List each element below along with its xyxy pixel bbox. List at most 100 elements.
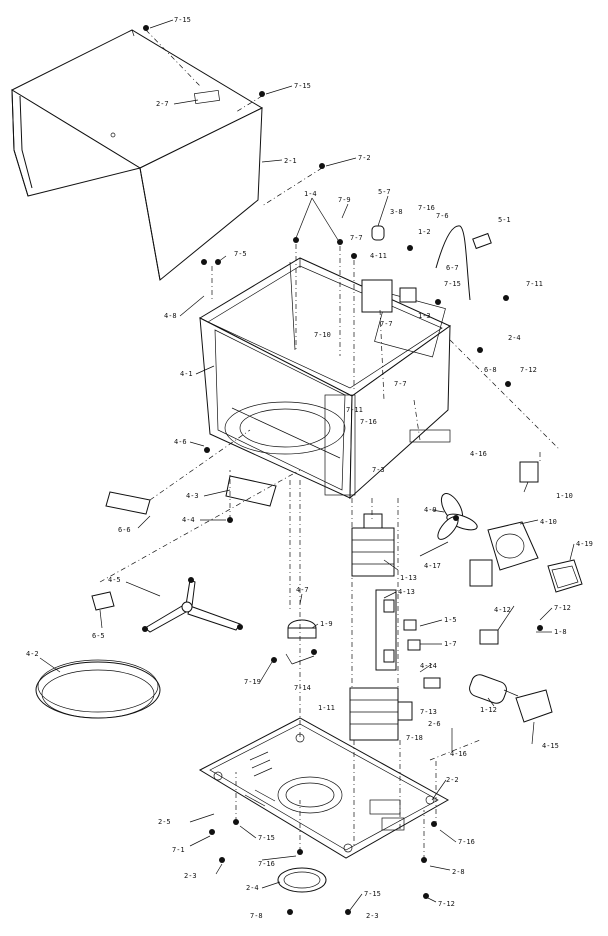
callout-label: 2-5: [158, 818, 171, 826]
callout-label: 7-12: [554, 604, 571, 612]
leader-lines: [39, 19, 575, 911]
callout-label: 1-8: [554, 628, 567, 636]
callout-label: 1-12: [480, 706, 497, 714]
callout-label: 4-7: [296, 586, 309, 594]
callout-label: 7-3: [372, 466, 385, 474]
fan-motor: [469, 559, 493, 587]
callout-label: 7-16: [418, 204, 435, 212]
callout-label: 6-7: [446, 264, 459, 272]
cover-plate-6-6: [105, 491, 151, 515]
callout-label: 2-2: [446, 776, 459, 784]
callout-label: 2-7: [156, 100, 169, 108]
base-plate: [198, 717, 450, 859]
callout-label: 4-12: [494, 606, 511, 614]
callout-label: 7-15: [444, 280, 461, 288]
foot-ring: [277, 867, 327, 893]
callout-label: 4-19: [576, 540, 593, 548]
callout-label: 1-10: [556, 492, 573, 500]
outer-cabinet: [10, 29, 264, 281]
callout-label: 4-14: [420, 662, 437, 670]
thermal-cutout: [479, 629, 499, 645]
callout-label: 4-1: [180, 370, 193, 378]
fuse-holder: [399, 287, 417, 303]
callout-label: 6-6: [118, 526, 131, 534]
callout-label: 1-13: [400, 574, 417, 582]
callout-label: 7-15: [294, 82, 311, 90]
callout-label: 5-7: [378, 188, 391, 196]
callout-label: 4-2: [26, 650, 39, 658]
callout-label: 1-5: [444, 616, 457, 624]
thermistor-cord: [435, 225, 492, 301]
callout-label: 7-8: [250, 912, 263, 920]
callout-label: 4-6: [174, 438, 187, 446]
callout-label: 7-16: [360, 418, 377, 426]
screws: [143, 25, 543, 915]
callout-label: 7-5: [234, 250, 247, 258]
callout-label: 6-5: [92, 632, 105, 640]
callout-label: 3-8: [390, 208, 403, 216]
callout-label: 4-4: [182, 516, 195, 524]
callout-label: 4-11: [370, 252, 387, 260]
callout-label: 7-13: [420, 708, 437, 716]
callout-label: 4-16: [470, 450, 487, 458]
callout-label: 5-1: [498, 216, 511, 224]
callout-label: 7-7: [380, 320, 393, 328]
callout-labels: 7-15 2-7 7-15 2-1 7-2 1-4 7-9 5-7 3-8 7-…: [26, 16, 593, 920]
cover-plate-6-5: [91, 591, 115, 611]
callout-label: 1-7: [444, 640, 457, 648]
waveguide: [361, 279, 393, 313]
callout-label: 7-2: [358, 154, 371, 162]
callout-label: 4-10: [540, 518, 557, 526]
cover-plate-4-3: [225, 475, 277, 507]
hv-capacitor: [469, 674, 519, 704]
callout-label: 1-2: [418, 228, 431, 236]
callout-label: 7-12: [438, 900, 455, 908]
callout-label: 4-8: [164, 312, 177, 320]
high-voltage-transformer: [349, 687, 413, 741]
turntable-motor: [287, 619, 317, 639]
turntable-glass-tray: [35, 659, 161, 719]
callout-label: 4-5: [108, 576, 121, 584]
callout-label: 7-1: [172, 846, 185, 854]
callout-label: 7-7: [394, 380, 407, 388]
callout-label: 1-4: [304, 190, 317, 198]
callout-label: 7-16: [258, 860, 275, 868]
lamp-socket: [519, 461, 539, 483]
callout-label: 4-16: [450, 750, 467, 758]
noise-filter: [423, 677, 441, 689]
magnetron: [351, 513, 395, 577]
interlock-switch-bracket: [375, 589, 421, 671]
callout-label: 6-8: [484, 366, 497, 374]
callout-label: 7-6: [436, 212, 449, 220]
callout-label: 4-17: [424, 562, 441, 570]
callout-label: 4-13: [398, 588, 415, 596]
callout-label: 7-11: [346, 406, 363, 414]
callout-label: 2-3: [366, 912, 379, 920]
callout-label: 2-6: [428, 720, 441, 728]
callout-label: 7-9: [338, 196, 351, 204]
callout-label: 2-3: [184, 872, 197, 880]
callout-label: 7-18: [406, 734, 423, 742]
assembly-lines: [99, 29, 561, 860]
callout-label: 2-8: [452, 868, 465, 876]
callout-label: 2-4: [246, 884, 259, 892]
callout-label: 2-1: [284, 157, 297, 165]
callout-label: 7-19: [244, 678, 261, 686]
callout-label: 7-16: [458, 838, 475, 846]
callout-label: 7-14: [294, 684, 311, 692]
air-guide: [547, 559, 583, 593]
callout-label: 1-11: [318, 704, 335, 712]
callout-label: 1-3: [418, 312, 431, 320]
callout-label: 7-12: [520, 366, 537, 374]
callout-label: 4-15: [542, 742, 559, 750]
callout-label: 7-15: [364, 890, 381, 898]
fan-blade: [437, 493, 478, 540]
fan-duct: [487, 521, 539, 571]
callout-label: 7-7: [350, 234, 363, 242]
callout-label: 7-10: [314, 331, 331, 339]
callout-label: 2-4: [508, 334, 521, 342]
lamp-holder: [371, 225, 385, 241]
oven-cavity: [198, 257, 451, 500]
callout-label: 1-9: [320, 620, 333, 628]
